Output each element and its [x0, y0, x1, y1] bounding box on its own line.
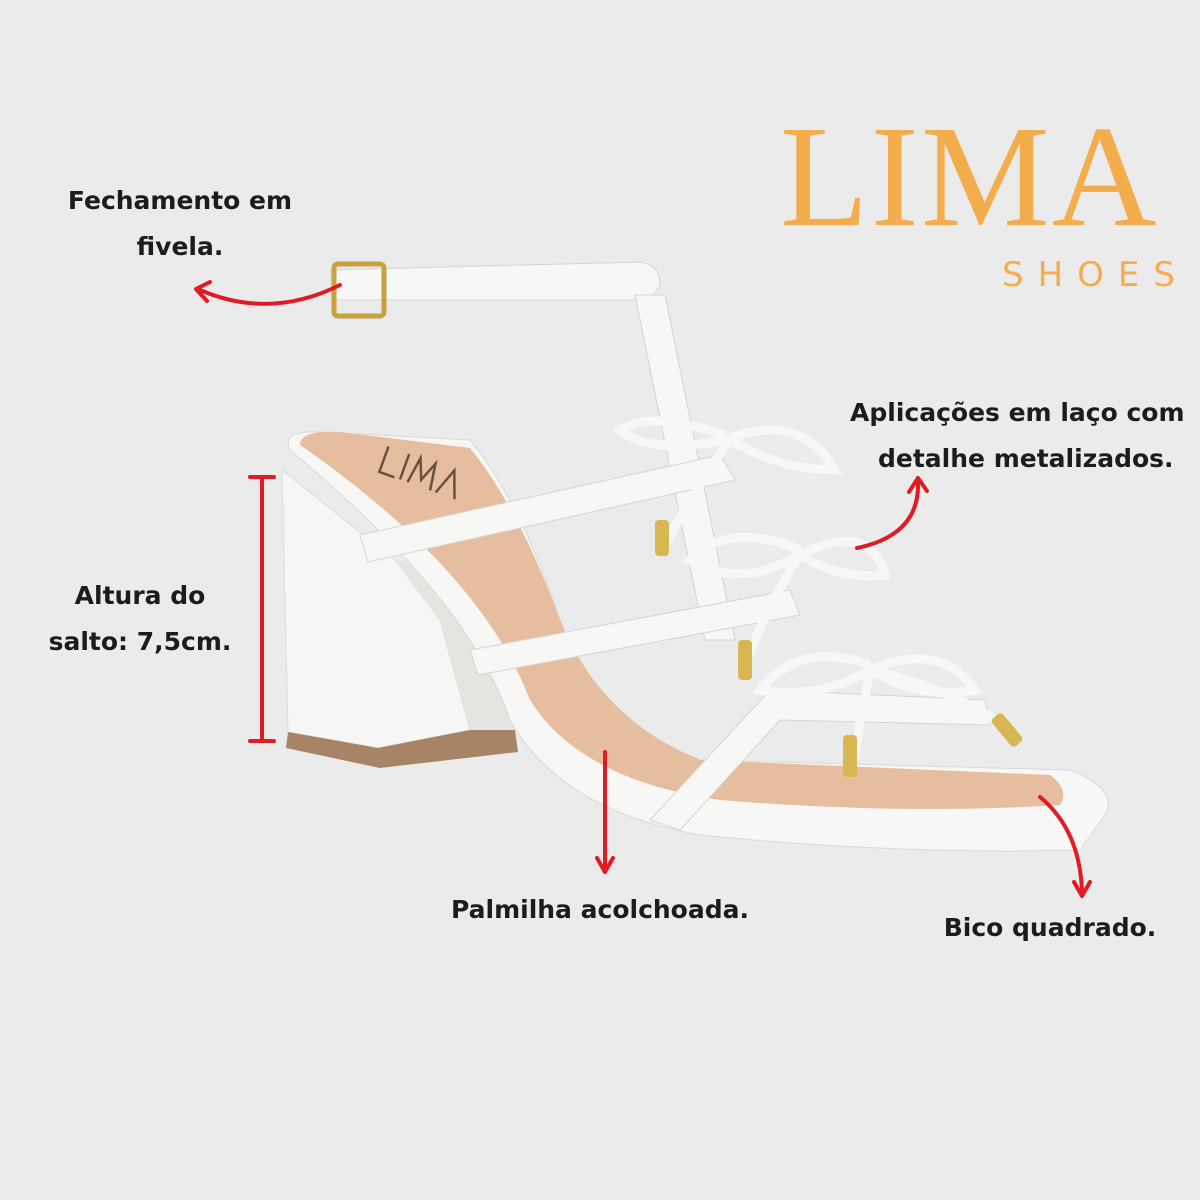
bows-line-1: Aplicações em laço com — [850, 398, 1185, 427]
insole-logo — [377, 446, 456, 500]
heel-height-bar — [248, 475, 276, 743]
metal-tip — [655, 520, 669, 556]
bows-label: Aplicações em laço com detalhe metalizad… — [850, 390, 1200, 482]
closure-label: Fechamento em fivela. — [40, 178, 320, 270]
strap-2 — [469, 589, 801, 676]
metal-tip — [991, 713, 1023, 747]
toe-arrow — [1038, 795, 1084, 894]
bow-1 — [612, 416, 843, 548]
heel-line-2: salto: 7,5cm. — [48, 627, 232, 656]
bow-2 — [682, 532, 891, 667]
toe-label: Bico quadrado. — [943, 913, 1157, 942]
brand-name: LIMA — [780, 97, 1159, 257]
metal-tip — [738, 640, 752, 680]
heel-label: Altura do salto: 7,5cm. — [20, 573, 260, 665]
closure-arrow — [198, 283, 342, 306]
heel-line-1: Altura do — [74, 581, 206, 610]
bows-line-2: detalhe metalizados. — [878, 444, 1174, 473]
heel-base — [286, 730, 518, 768]
brand-sub: SHOES — [1002, 255, 1189, 295]
bows-arrow — [855, 480, 921, 550]
strap-1 — [359, 454, 736, 563]
brand-logo: LIMA SHOES — [780, 97, 1190, 296]
metal-tip — [843, 735, 857, 777]
insole-label: Palmilha acolchoada. — [450, 895, 749, 924]
closure-line-2: fivela. — [136, 232, 224, 261]
closure-line-1: Fechamento em — [67, 186, 293, 215]
ankle-strap — [329, 261, 661, 301]
